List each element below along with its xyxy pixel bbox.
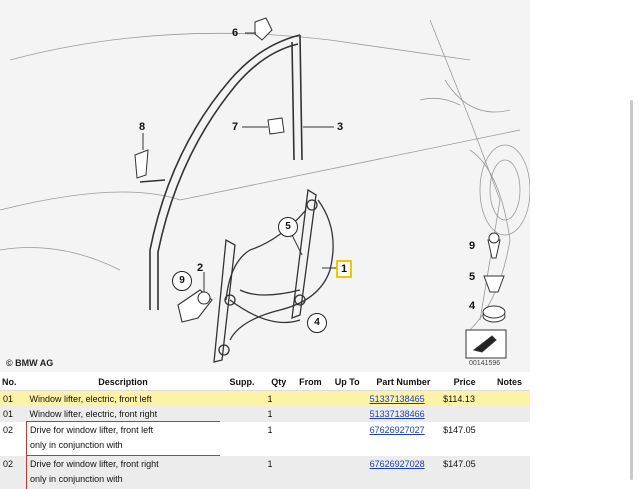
part-number-link[interactable]: 51337138466 <box>370 409 425 419</box>
cell-notes <box>489 391 530 407</box>
cell-from <box>293 391 328 407</box>
table-header-row: No. Description Supp. Qty From Up To Par… <box>0 374 530 391</box>
callout-8: 8 <box>139 121 145 133</box>
header-qty: Qty <box>264 374 293 391</box>
header-notes: Notes <box>489 374 530 391</box>
header-from: From <box>293 374 328 391</box>
callout-9: 9 <box>172 271 192 291</box>
header-no: No. <box>0 374 27 391</box>
cell-upto <box>328 422 367 456</box>
part-number-link[interactable]: 67626927028 <box>370 459 425 469</box>
parts-table: No. Description Supp. Qty From Up To Par… <box>0 374 530 489</box>
part-number-link[interactable]: 51337138465 <box>370 394 425 404</box>
cell-qty: 1 <box>264 406 293 422</box>
cell-no: 01 <box>0 406 27 422</box>
header-supp: Supp. <box>220 374 265 391</box>
cell-qty: 1 <box>264 422 293 456</box>
cell-description: Drive for window lifter, front right onl… <box>27 456 220 489</box>
header-upto: Up To <box>328 374 367 391</box>
cell-price <box>440 406 489 422</box>
cell-from <box>293 456 328 489</box>
cell-supp <box>220 406 265 422</box>
cell-from <box>293 422 328 456</box>
diagram-id: 00141596 <box>469 360 500 367</box>
cell-description: Window lifter, electric, front right <box>27 406 220 422</box>
table-row[interactable]: 02 Drive for window lifter, front right … <box>0 456 530 489</box>
cell-upto <box>328 406 367 422</box>
callout-2: 2 <box>197 262 203 274</box>
cell-upto <box>328 391 367 407</box>
description-note: only in conjunction with <box>30 474 217 484</box>
legend-4: 4 <box>469 300 475 312</box>
cell-price: $114.13 <box>440 391 489 407</box>
table-row[interactable]: 01 Window lifter, electric, front left 1… <box>0 391 530 407</box>
cell-price: $147.05 <box>440 456 489 489</box>
copyright-text: © BMW AG <box>6 358 53 368</box>
header-description: Description <box>27 374 220 391</box>
parts-diagram: 6 8 7 3 5 1 9 2 4 9 5 4 © BMW AG 0014159… <box>0 0 530 372</box>
legend-5: 5 <box>469 271 475 283</box>
header-price: Price <box>440 374 489 391</box>
callout-6: 6 <box>232 27 238 39</box>
description-text: Drive for window lifter, front right <box>30 459 159 469</box>
legend-9: 9 <box>469 240 475 252</box>
table-row[interactable]: 01 Window lifter, electric, front right … <box>0 406 530 422</box>
cell-qty: 1 <box>264 456 293 489</box>
cell-supp <box>220 456 265 489</box>
callout-7: 7 <box>232 121 238 133</box>
cell-from <box>293 406 328 422</box>
cell-description: Drive for window lifter, front left only… <box>27 422 220 456</box>
vertical-scrollbar[interactable] <box>630 100 633 480</box>
header-part-number: Part Number <box>367 374 441 391</box>
table-row[interactable]: 02 Drive for window lifter, front left o… <box>0 422 530 456</box>
cell-no: 01 <box>0 391 27 407</box>
cell-no: 02 <box>0 456 27 489</box>
cell-upto <box>328 456 367 489</box>
cell-description: Window lifter, electric, front left <box>27 391 220 407</box>
callout-5: 5 <box>278 217 298 237</box>
cell-notes <box>489 406 530 422</box>
cell-qty: 1 <box>264 391 293 407</box>
callout-1: 1 <box>336 260 352 278</box>
callout-4: 4 <box>307 313 327 333</box>
cell-notes <box>489 422 530 456</box>
cell-notes <box>489 456 530 489</box>
description-text: Drive for window lifter, front left <box>30 425 153 435</box>
part-number-link[interactable]: 67626927027 <box>370 425 425 435</box>
cell-supp <box>220 391 265 407</box>
cell-supp <box>220 422 265 456</box>
callout-3: 3 <box>337 121 343 133</box>
diagram-drawing <box>0 0 530 372</box>
cell-no: 02 <box>0 422 27 456</box>
description-note: only in conjunction with <box>30 440 217 450</box>
cell-price: $147.05 <box>440 422 489 456</box>
